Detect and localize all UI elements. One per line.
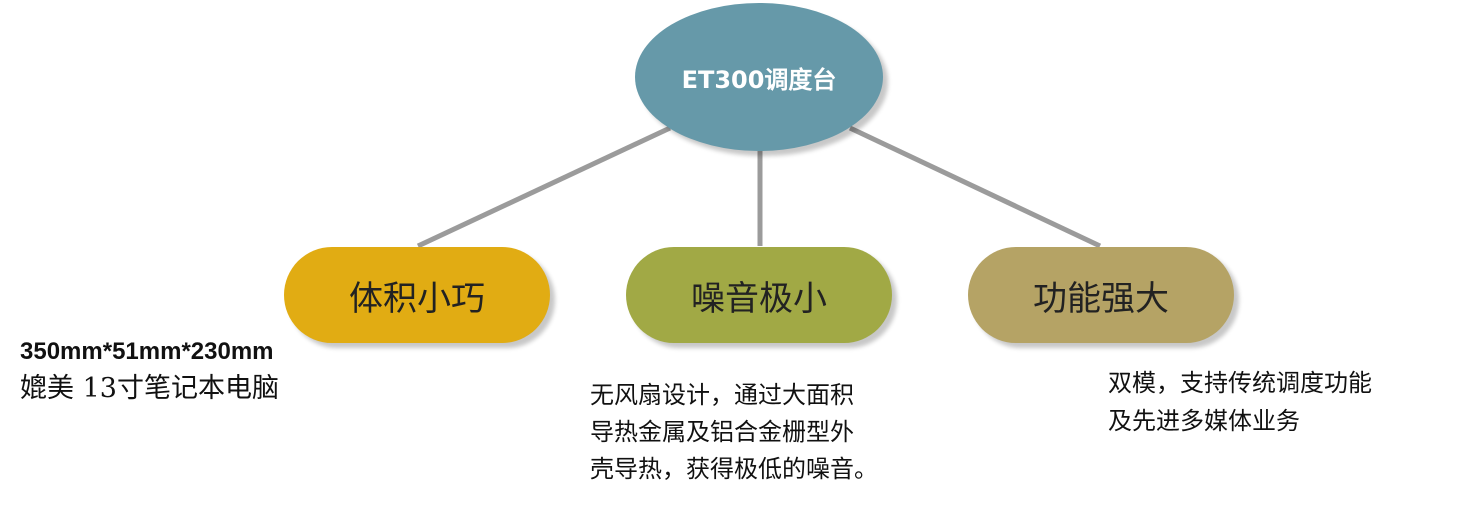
function-description-line: 及先进多媒体业务 bbox=[1108, 407, 1300, 435]
noise-description-line: 无风扇设计，通过大面积 bbox=[590, 381, 854, 409]
branch-node-function: 功能强大 bbox=[968, 247, 1234, 343]
branch-node-size: 体积小巧 bbox=[284, 247, 550, 343]
function-description: 双模，支持传统调度功能 及先进多媒体业务 bbox=[1108, 364, 1448, 440]
size-description: 350mm*51mm*230mm 媲美 13寸笔记本电脑 bbox=[20, 334, 440, 408]
branch-node-function-label: 功能强大 bbox=[1033, 278, 1169, 319]
noise-description: 无风扇设计，通过大面积 导热金属及铝合金栅型外 壳导热，获得极低的噪音。 bbox=[590, 377, 950, 488]
branch-node-size-label: 体积小巧 bbox=[349, 278, 485, 319]
connector-right bbox=[848, 125, 1102, 249]
function-description-line: 双模，支持传统调度功能 bbox=[1108, 369, 1372, 397]
size-dimensions: 350mm*51mm*230mm bbox=[20, 338, 274, 365]
root-node: ET300调度台 bbox=[635, 3, 883, 151]
root-node-label: ET300调度台 bbox=[681, 65, 837, 94]
branch-node-noise-label: 噪音极小 bbox=[691, 278, 827, 319]
noise-description-line: 导热金属及铝合金栅型外 bbox=[590, 418, 854, 446]
branch-node-noise: 噪音极小 bbox=[626, 247, 892, 343]
size-comparison: 媲美 13寸笔记本电脑 bbox=[20, 373, 279, 404]
noise-description-line: 壳导热，获得极低的噪音。 bbox=[590, 455, 878, 483]
connector-left bbox=[416, 125, 672, 249]
